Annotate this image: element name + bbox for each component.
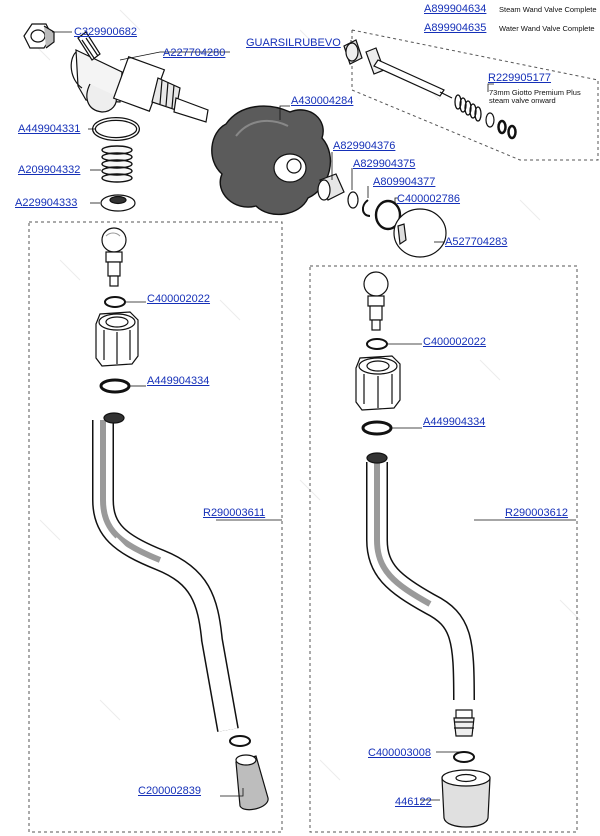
bushing-part (317, 173, 345, 201)
glotto-note-line1: 73mm Giotto Premium Plus (489, 88, 581, 97)
water-tip-part (453, 709, 475, 737)
water-wand-group-box (309, 265, 578, 833)
label-c400003008[interactable]: C400003008 (368, 747, 432, 759)
steam-valve-upgrade-box (351, 29, 599, 161)
steam-wand-valve-code[interactable]: A899904634 (424, 3, 487, 15)
label-guarsilrubevo[interactable]: GUARSILRUBEVO (246, 37, 341, 49)
o-ring-right (361, 420, 393, 436)
label-446122[interactable]: 446122 (395, 796, 432, 808)
water-wand-valve-code[interactable]: A899904635 (424, 22, 487, 34)
ball-valve-stem-right (363, 271, 389, 331)
label-a449904334-right[interactable]: A449904334 (423, 416, 486, 428)
label-a809904377[interactable]: A809904377 (373, 176, 436, 188)
water-wand-valve-desc: Water Wand Valve Complete (499, 24, 595, 33)
label-c400002022-right[interactable]: C400002022 (423, 336, 487, 348)
knob-part (211, 105, 332, 216)
diffuser-part (441, 769, 491, 828)
label-a449904331[interactable]: A449904331 (18, 123, 81, 135)
label-a227704280[interactable]: A227704280 (163, 47, 226, 59)
label-c329900682[interactable]: C329900682 (74, 26, 138, 38)
leader-lines (52, 31, 576, 801)
o-ring-left (99, 378, 131, 394)
water-wand-tube (366, 452, 475, 701)
steam-wand-group-box (28, 221, 283, 833)
steam-tip-part (235, 754, 269, 811)
label-a209904332[interactable]: A209904332 (18, 164, 81, 176)
nut-left (95, 311, 139, 367)
cap-part (393, 208, 447, 258)
glotto-note-line2: steam valve onward (489, 96, 556, 105)
hex-nut-part (23, 23, 55, 49)
label-c200002839[interactable]: C200002839 (138, 785, 202, 797)
label-c400002786[interactable]: C400002786 (397, 193, 461, 205)
label-c400002022-left[interactable]: C400002022 (147, 293, 211, 305)
label-a430004284[interactable]: A430004284 (291, 95, 354, 107)
valve-seat-part (100, 194, 136, 212)
spring-part (101, 145, 133, 183)
ball-valve-stem-left (101, 227, 127, 287)
o-ring-tip-right (453, 751, 475, 763)
label-a449904334-left[interactable]: A449904334 (147, 375, 210, 387)
label-r229905177[interactable]: R229905177 (488, 72, 552, 84)
o-ring-tip-left (229, 735, 251, 747)
valve-stem-kit-part (343, 39, 517, 140)
valve-body-part (70, 31, 209, 123)
nut-right (355, 355, 401, 411)
label-a829904376[interactable]: A829904376 (333, 140, 396, 152)
circlip-part (362, 199, 371, 217)
steam-wand-valve-desc: Steam Wand Valve Complete (499, 5, 597, 14)
o-ring-large-part (374, 199, 402, 231)
steam-wand-tube (92, 412, 239, 732)
o-ring-small-left (104, 296, 126, 308)
label-r290003612[interactable]: R290003612 (505, 507, 569, 519)
label-a829904375[interactable]: A829904375 (353, 158, 416, 170)
label-a527704283[interactable]: A527704283 (445, 236, 508, 248)
label-r290003611[interactable]: R290003611 (203, 507, 266, 519)
washer-part (347, 191, 359, 209)
o-ring-small-right (366, 338, 388, 350)
label-a229904333[interactable]: A229904333 (15, 197, 78, 209)
